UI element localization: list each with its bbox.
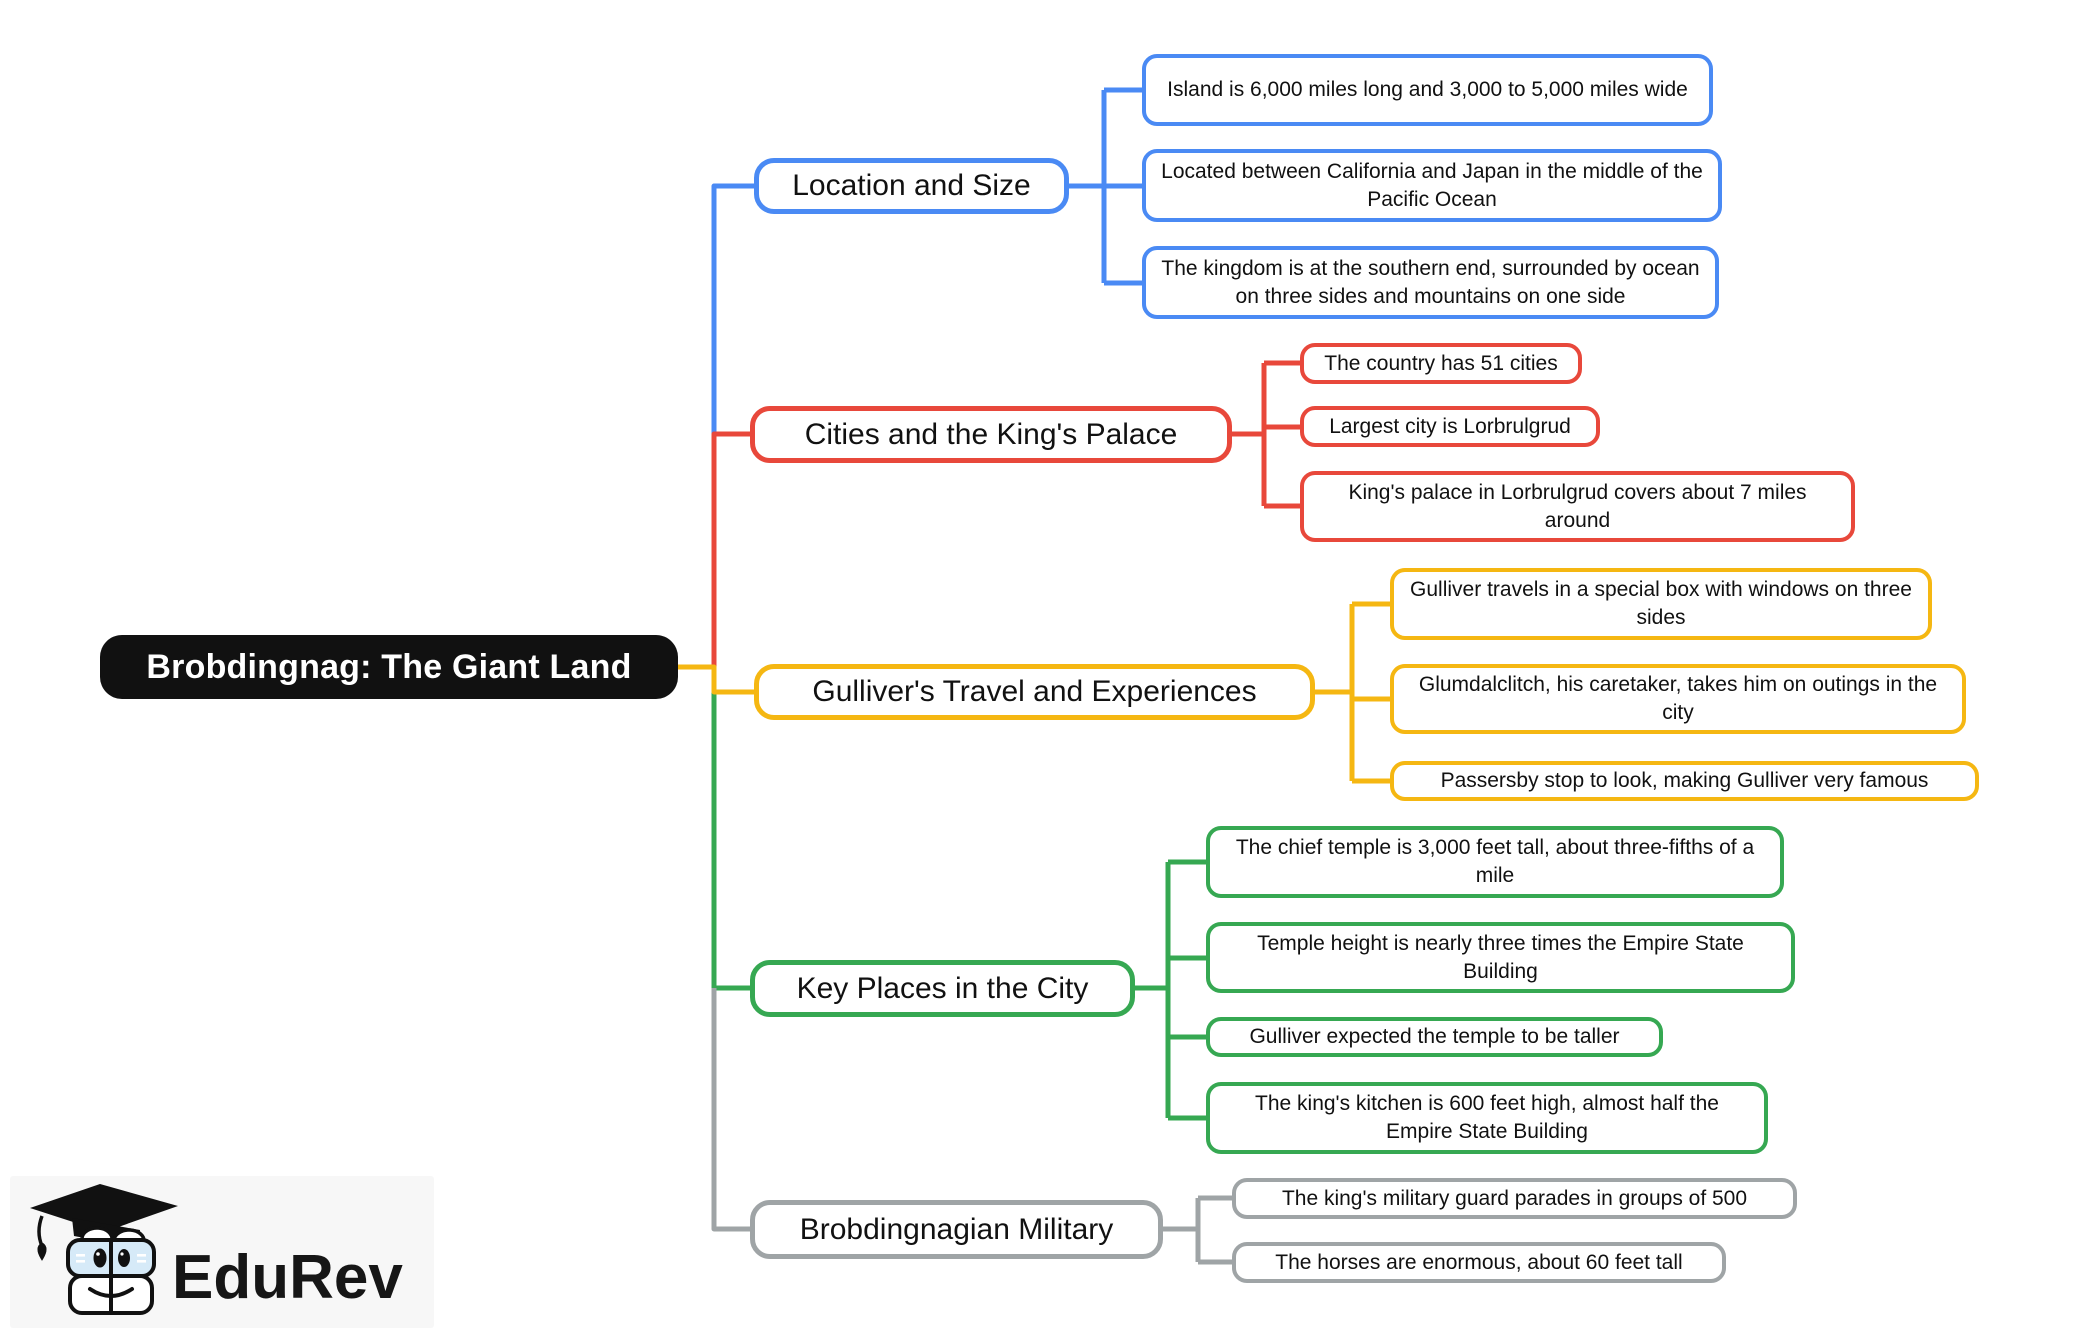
root-node: Brobdingnag: The Giant Land bbox=[100, 635, 678, 699]
gulliver-note-1: Gulliver travels in a special box with w… bbox=[1390, 568, 1932, 640]
edurev-logo: EduRev bbox=[10, 1176, 434, 1328]
keyplaces-note-1: The chief temple is 3,000 feet tall, abo… bbox=[1206, 826, 1784, 898]
branch-key-places: Key Places in the City bbox=[750, 960, 1135, 1017]
cities-note-1: The country has 51 cities bbox=[1300, 343, 1582, 384]
keyplaces-note-4: The king's kitchen is 600 feet high, alm… bbox=[1206, 1082, 1768, 1154]
location-note-3: The kingdom is at the southern end, surr… bbox=[1142, 246, 1719, 319]
military-branch-connector bbox=[711, 988, 1232, 1265]
military-note-2: The horses are enormous, about 60 feet t… bbox=[1232, 1242, 1726, 1283]
keyplaces-note-2: Temple height is nearly three times the … bbox=[1206, 922, 1795, 993]
military-note-1: The king's military guard parades in gro… bbox=[1232, 1178, 1797, 1219]
location-note-2: Located between California and Japan in … bbox=[1142, 149, 1722, 222]
cities-note-3: King's palace in Lorbrulgrud covers abou… bbox=[1300, 471, 1855, 542]
location-note-1: Island is 6,000 miles long and 3,000 to … bbox=[1142, 54, 1713, 126]
branch-gulliver: Gulliver's Travel and Experiences bbox=[754, 664, 1315, 720]
branch-military: Brobdingnagian Military bbox=[750, 1200, 1163, 1259]
location-branch-connector bbox=[711, 87, 1142, 434]
cities-branch-connector bbox=[711, 360, 1300, 667]
green-trunk-connector bbox=[711, 692, 750, 991]
gulliver-branch-connector bbox=[677, 601, 1390, 784]
keyplaces-note-3: Gulliver expected the temple to be talle… bbox=[1206, 1017, 1663, 1057]
cities-note-2: Largest city is Lorbrulgrud bbox=[1300, 406, 1600, 447]
branch-cities: Cities and the King's Palace bbox=[750, 406, 1232, 463]
gulliver-note-2: Glumdalclitch, his caretaker, takes him … bbox=[1390, 664, 1966, 734]
branch-location: Location and Size bbox=[754, 158, 1069, 214]
edurev-mascot-icon bbox=[30, 1184, 178, 1315]
edurev-wordmark: EduRev bbox=[172, 1243, 403, 1312]
gulliver-note-3: Passersby stop to look, making Gulliver … bbox=[1390, 761, 1979, 801]
key-places-branch-connector bbox=[1135, 859, 1206, 1121]
